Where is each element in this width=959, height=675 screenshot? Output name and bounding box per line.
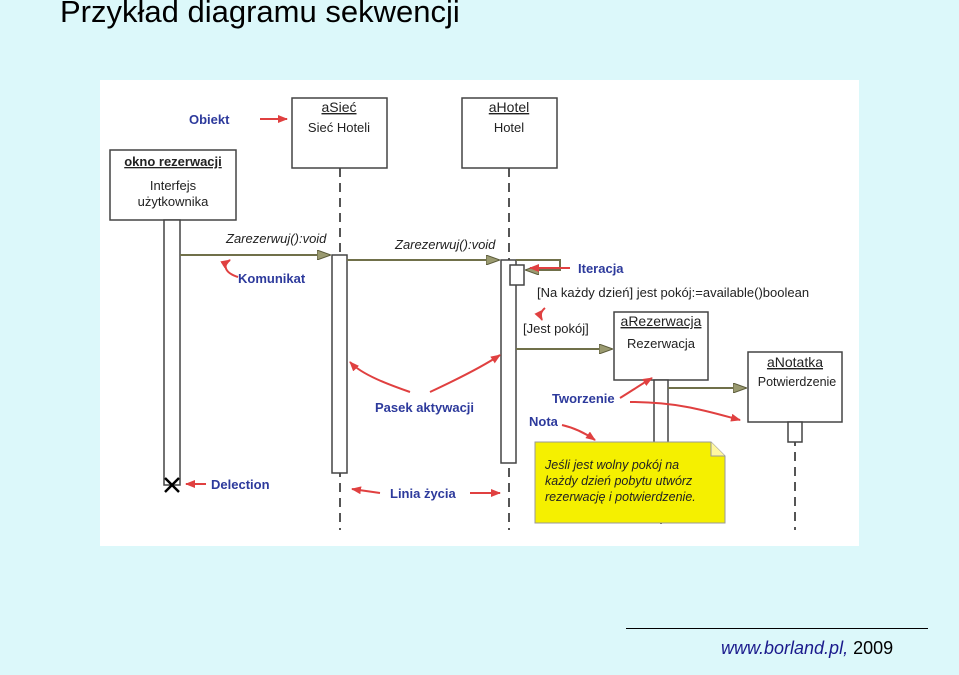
anotatka-name: aNotatka	[767, 354, 823, 370]
callout-pasek: Pasek aktywacji	[375, 400, 474, 415]
message-2-label: Zarezerwuj():void	[394, 237, 496, 252]
note-box	[534, 441, 726, 524]
okno-name: okno rezerwacji	[124, 154, 222, 169]
ahotel-class: Hotel	[494, 120, 524, 135]
slide-title: Przykład diagramu sekwencji	[60, 0, 460, 29]
note-line3: rezerwację i potwierdzenie.	[545, 490, 696, 504]
callout-nota: Nota	[529, 414, 559, 429]
footer-comma: ,	[843, 638, 849, 658]
activation-ahotel-iter	[509, 264, 525, 286]
activation-anotatka	[787, 421, 803, 443]
iteration-condition: [Na każdy dzień] jest pokój:=available()…	[537, 285, 809, 300]
deletion-mark	[164, 477, 180, 493]
anotatka-class: Potwierdzenie	[758, 375, 837, 389]
footer-divider	[626, 628, 928, 629]
activation-asiec	[331, 254, 348, 474]
callout-linia: Linia życia	[390, 486, 457, 501]
callout-iteracja: Iteracja	[578, 261, 624, 276]
sequence-diagram: okno rezerwacji Interfejs użytkownika aS…	[100, 80, 859, 546]
activation-okno	[163, 219, 181, 486]
okno-line2: użytkownika	[138, 194, 210, 209]
note-line2: każdy dzień pobytu utwórz	[545, 474, 693, 488]
guard-label: [Jest pokój]	[523, 321, 589, 336]
callout-obiekt: Obiekt	[189, 112, 230, 127]
object-anotatka	[747, 351, 843, 423]
arezerwacja-class: Rezerwacja	[627, 336, 696, 351]
activation-arezerwacja	[653, 379, 669, 446]
footer-site[interactable]: www.borland.pl	[721, 638, 844, 658]
footer-year: 2009	[848, 638, 894, 658]
message-1-label: Zarezerwuj():void	[225, 231, 327, 246]
note-line1: Jeśli jest wolny pokój na	[544, 458, 679, 472]
callout-delection: Delection	[211, 477, 270, 492]
object-ahotel	[461, 97, 558, 169]
object-arezerwacja	[613, 311, 709, 381]
ahotel-name: aHotel	[489, 99, 529, 115]
callout-tworzenie: Tworzenie	[552, 391, 615, 406]
asiec-class: Sieć Hoteli	[308, 120, 370, 135]
callout-komunikat: Komunikat	[238, 271, 306, 286]
object-asiec	[291, 97, 388, 169]
arezerwacja-name: aRezerwacja	[621, 313, 702, 329]
footer: www.borland.pl, 2009	[721, 638, 893, 659]
asiec-name: aSieć	[321, 99, 356, 115]
message-iteration	[516, 259, 561, 270]
object-okno	[109, 149, 237, 221]
activation-ahotel	[500, 259, 517, 464]
okno-line1: Interfejs	[150, 178, 197, 193]
